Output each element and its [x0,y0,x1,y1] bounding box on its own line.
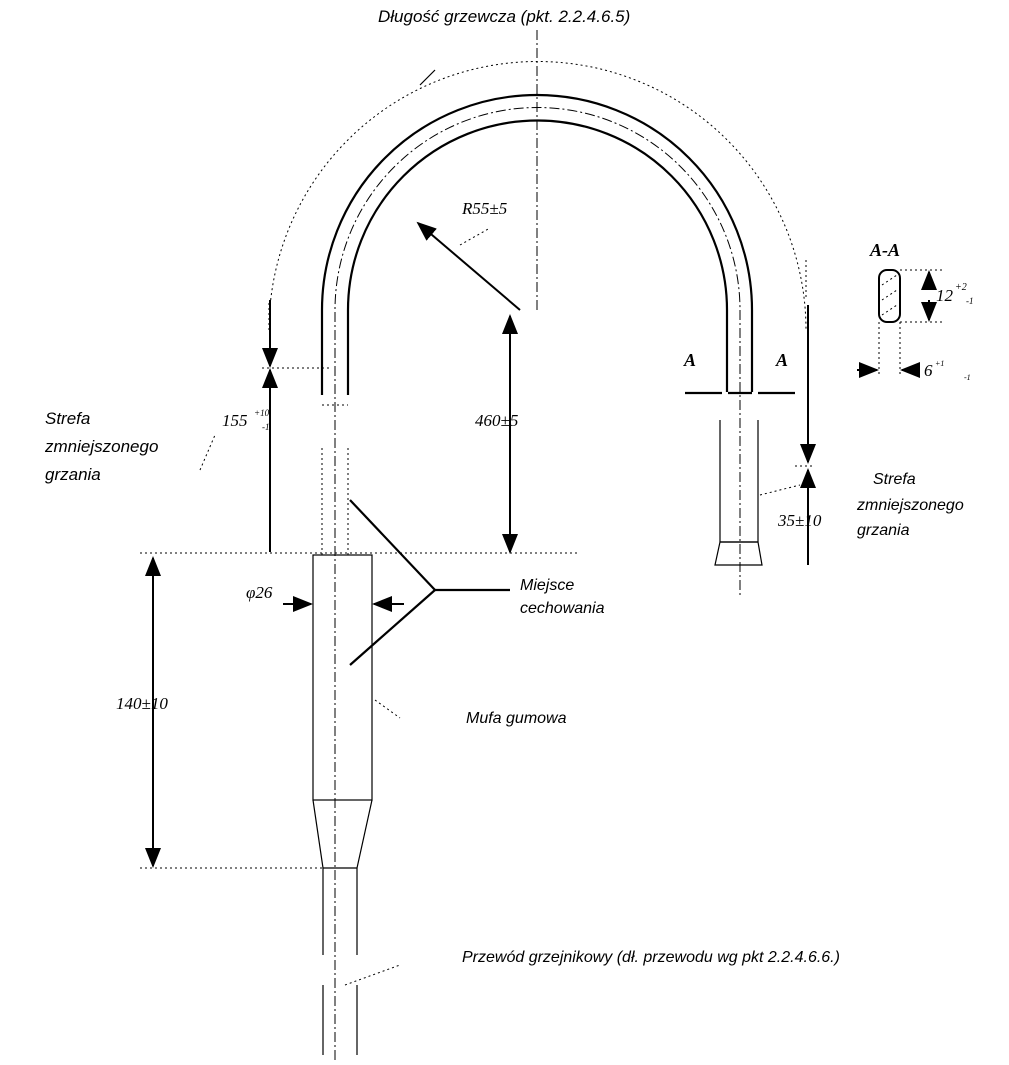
svg-text:+10: +10 [254,408,270,418]
svg-text:6: 6 [924,361,933,380]
heating-tube [320,93,763,1060]
svg-text:grzania: grzania [857,522,910,539]
reduced-heating-zone-left-label: Strefa zmniejszonego grzania [44,409,158,484]
svg-text:+2: +2 [955,282,967,293]
svg-text:zmniejszonego: zmniejszonego [44,437,158,456]
svg-text:Miejsce: Miejsce [520,577,574,594]
radius-label: R55±5 [461,199,507,218]
dim-460: 460±5 [475,411,518,430]
svg-text:+1: +1 [935,359,944,368]
svg-text:A-A: A-A [869,240,900,260]
svg-text:-1: -1 [966,296,974,306]
svg-text:cechowania: cechowania [520,600,605,617]
marking-place-label: Miejsce cechowania [520,577,605,617]
section-mark-right: A [775,350,788,370]
section-a-a: A-A 12 +2 -1 6 +1 -1 [857,240,974,382]
svg-text:-1: -1 [964,373,971,382]
dim-155: 155 [222,411,248,430]
svg-text:Strefa: Strefa [873,471,916,488]
rubber-sleeve-label: Mufa gumowa [466,710,567,727]
dim-35: 35±10 [777,511,822,530]
heating-length-label: Długość grzewcza (pkt. 2.2.4.6.5) [378,7,630,26]
reduced-heating-zone-right-label: Strefa zmniejszonego grzania [856,471,964,539]
heating-length-arc [268,61,807,331]
rubber-sleeve [312,554,373,1055]
svg-text:Strefa: Strefa [45,409,90,428]
svg-text:12: 12 [936,286,954,305]
svg-text:grzania: grzania [45,465,101,484]
svg-text:zmniejszonego: zmniejszonego [856,497,964,514]
svg-text:-1: -1 [262,422,270,432]
heating-wire-label: Przewód grzejnikowy (dł. przewodu wg pkt… [462,949,840,966]
diameter-label: φ26 [246,583,273,602]
section-mark-left: A [683,350,696,370]
dim-140: 140±10 [116,694,168,713]
